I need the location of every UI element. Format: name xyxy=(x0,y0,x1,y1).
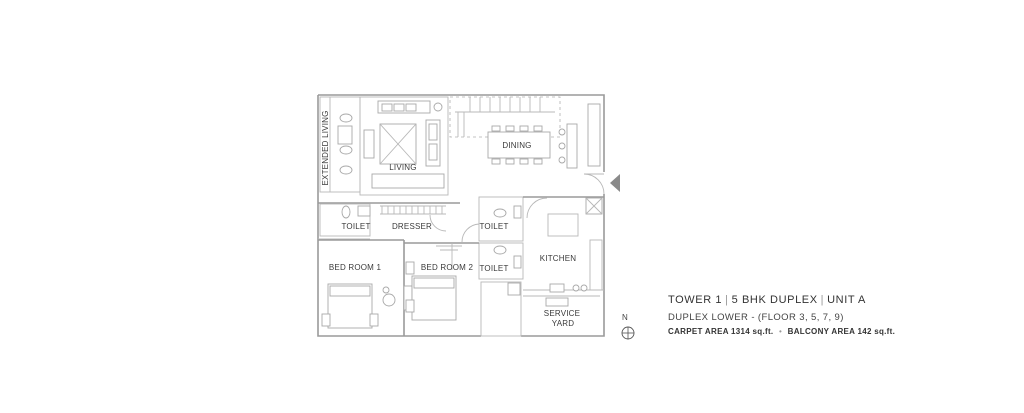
bed-room-1-area xyxy=(318,239,413,336)
dining-area xyxy=(487,103,605,195)
label-yard: YARD xyxy=(552,319,574,328)
compass-north-label: N xyxy=(622,313,628,322)
balcony-area: BALCONY AREA 142 sq.ft. xyxy=(787,327,896,336)
label-toilet-2: TOILET xyxy=(479,222,508,231)
extended-living-area xyxy=(319,96,361,193)
area-info: CARPET AREA 1314 sq.ft. • BALCONY AREA 1… xyxy=(668,327,895,336)
compass-icon xyxy=(621,326,635,340)
living-area xyxy=(359,96,449,196)
label-service: SERVICE xyxy=(544,309,580,318)
entry-arrow-icon xyxy=(610,174,620,192)
label-toilet-1: TOILET xyxy=(341,222,370,231)
carpet-area: CARPET AREA 1314 sq.ft. xyxy=(668,327,774,336)
unit-label: UNIT A xyxy=(827,294,866,306)
label-living: LIVING xyxy=(389,163,416,172)
unit-type-label: 5 BHK DUPLEX xyxy=(731,294,818,306)
label-dresser: DRESSER xyxy=(392,222,432,231)
bed-room-2-area xyxy=(404,242,479,321)
toilet-dresser-area xyxy=(318,202,460,240)
kitchen-area xyxy=(523,196,604,293)
label-extended-living: EXTENDED LIVING xyxy=(321,110,330,185)
label-bed-room-1: BED ROOM 1 xyxy=(329,263,382,272)
unit-title: TOWER 1|5 BHK DUPLEX|UNIT A xyxy=(668,294,866,306)
floor-info: DUPLEX LOWER - (FLOOR 3, 5, 7, 9) xyxy=(668,312,844,323)
label-toilet-3: TOILET xyxy=(479,264,508,273)
label-kitchen: KITCHEN xyxy=(540,254,577,263)
service-yard-area xyxy=(480,281,600,337)
bullet-separator: • xyxy=(778,327,783,336)
outer-walls xyxy=(317,94,605,337)
toilet-block xyxy=(461,196,524,280)
label-dining: DINING xyxy=(502,141,531,150)
staircase xyxy=(449,96,561,138)
tower-label: TOWER 1 xyxy=(668,294,723,306)
label-bed-room-2: BED ROOM 2 xyxy=(421,263,474,272)
